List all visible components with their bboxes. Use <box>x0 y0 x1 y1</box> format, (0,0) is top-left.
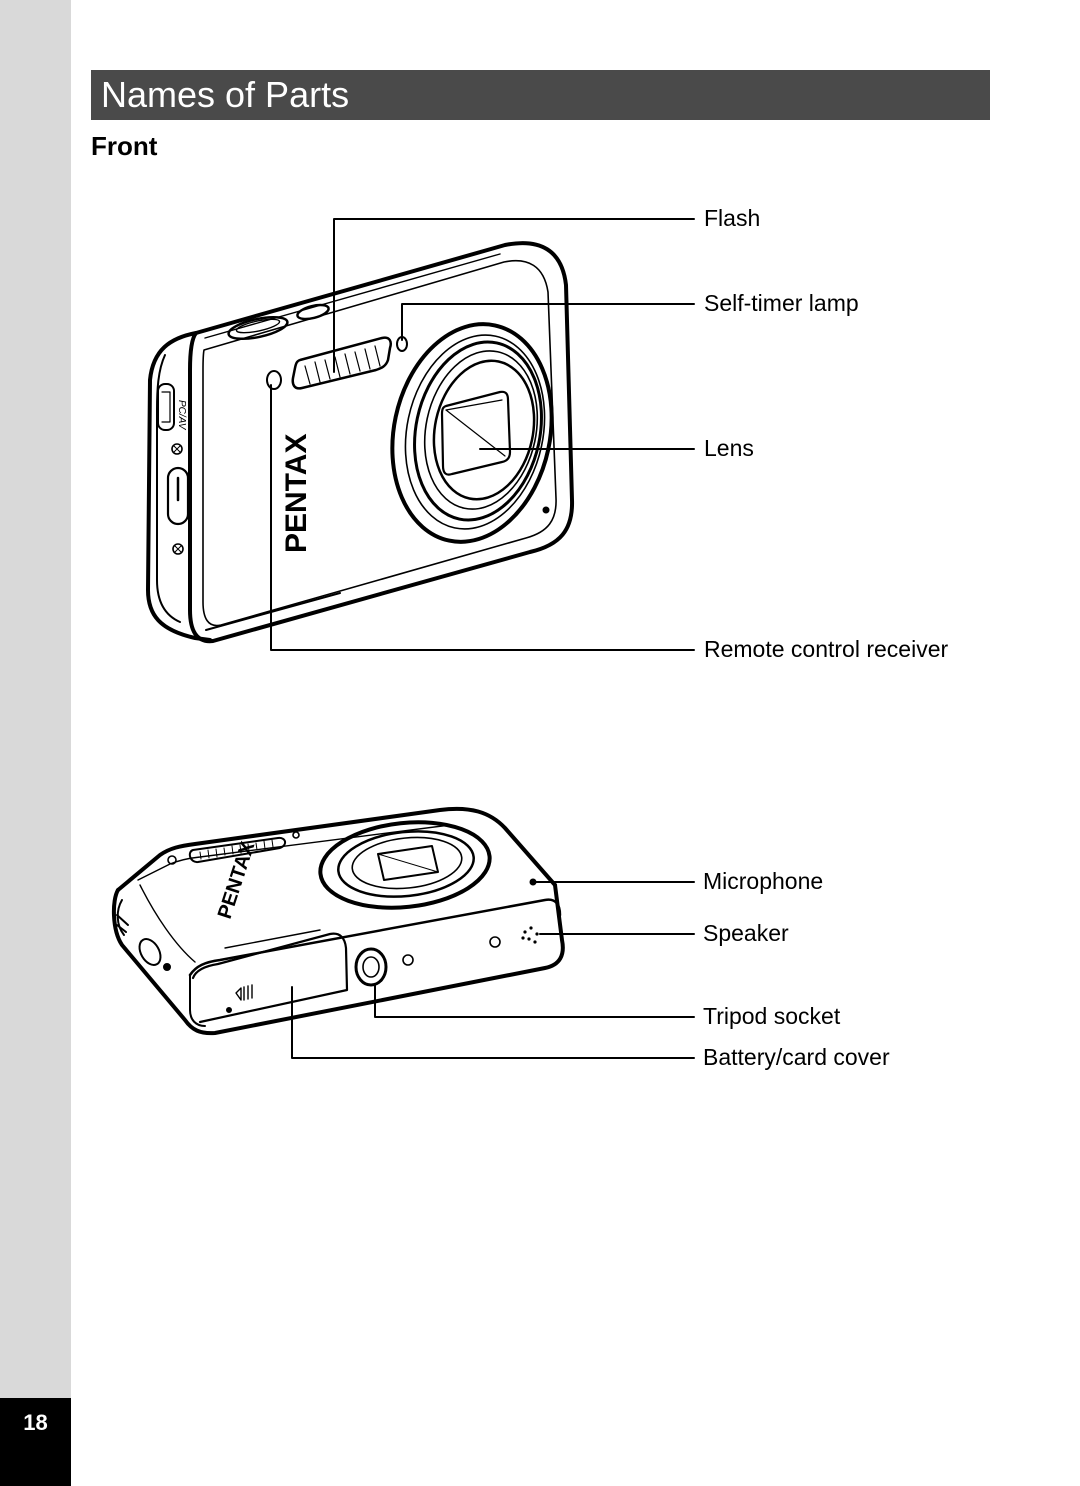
leader-battery-card-cover <box>291 986 695 1059</box>
camera-bottom-illustration: PENTAX <box>111 806 565 1036</box>
label-self-timer-lamp: Self-timer lamp <box>704 290 859 316</box>
lens-assembly <box>390 322 554 544</box>
label-speaker: Speaker <box>703 920 789 946</box>
page-number: 18 <box>0 1398 71 1486</box>
label-tripod-socket: Tripod socket <box>703 1003 841 1029</box>
side-port-label: PC/AV <box>176 400 187 431</box>
flash-window <box>291 336 392 390</box>
title-bar: Names of Parts <box>91 70 990 120</box>
page-title: Names of Parts <box>101 74 350 115</box>
leader-flash <box>333 218 695 373</box>
leader-tripod-socket <box>374 984 695 1018</box>
label-flash: Flash <box>704 205 761 231</box>
label-lens: Lens <box>704 435 754 461</box>
side-strip <box>0 0 71 1486</box>
leader-remote-control-receiver <box>270 384 695 651</box>
leader-lines <box>270 218 695 1059</box>
leader-self-timer-lamp <box>401 303 695 341</box>
section-heading: Front <box>91 131 158 161</box>
label-remote-control-receiver: Remote control receiver <box>704 636 949 662</box>
bottom-brand-logo: PENTAX <box>214 838 260 921</box>
label-battery-card-cover: Battery/card cover <box>703 1044 890 1070</box>
camera-front-illustration: PENTAX PC/AV <box>146 241 575 644</box>
front-brand-logo: PENTAX <box>280 434 313 553</box>
label-microphone: Microphone <box>703 868 824 894</box>
